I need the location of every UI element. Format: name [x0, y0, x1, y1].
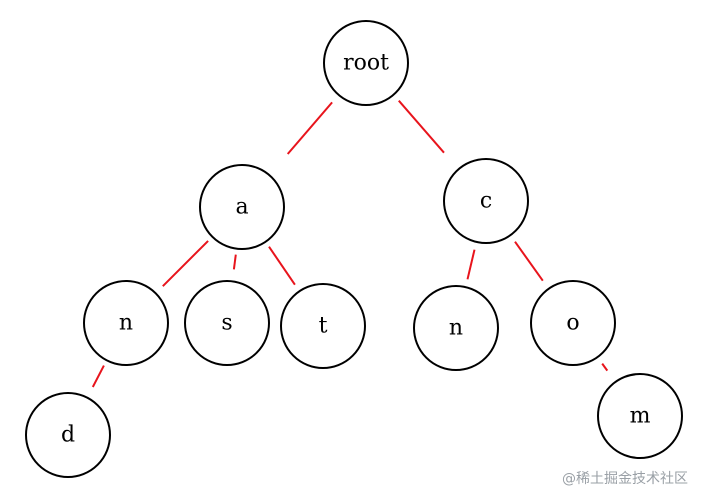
- nodes-layer: root a c n s t n o d m: [25, 20, 683, 478]
- node-label-n2: n: [449, 316, 463, 341]
- edge-a-t: [268, 246, 296, 286]
- edge-root-a: [286, 101, 333, 155]
- watermark: @稀土掘金技术社区: [562, 471, 688, 487]
- node-label-t: t: [319, 314, 328, 339]
- edge-n1-d: [91, 365, 105, 388]
- node-label-a: a: [235, 195, 248, 220]
- edge-root-c: [398, 100, 445, 154]
- node-d: d: [25, 392, 111, 478]
- node-label-o: o: [566, 311, 579, 336]
- node-circle-n1: [83, 280, 169, 366]
- node-circle-s: [184, 280, 270, 366]
- node-label-s: s: [221, 311, 232, 336]
- edges-layer: [91, 100, 609, 388]
- node-circle-n2: [413, 285, 499, 371]
- node-root: root: [323, 20, 409, 106]
- node-circle-o: [530, 280, 616, 366]
- node-t: t: [280, 283, 366, 369]
- node-o: o: [530, 280, 616, 366]
- node-label-root: root: [343, 51, 389, 76]
- node-circle-a: [199, 164, 285, 250]
- edge-o-m: [601, 363, 609, 372]
- node-circle-t: [280, 283, 366, 369]
- edge-a-n1: [162, 240, 209, 287]
- node-circle-d: [25, 392, 111, 478]
- node-c: c: [443, 158, 529, 244]
- node-label-c: c: [480, 189, 492, 214]
- node-label-d: d: [61, 423, 75, 448]
- edge-c-o: [514, 241, 544, 282]
- node-label-n1: n: [119, 311, 133, 336]
- edge-a-s: [232, 254, 237, 270]
- node-m: m: [597, 373, 683, 459]
- node-n1: n: [83, 280, 169, 366]
- node-circle-m: [597, 373, 683, 459]
- node-circle-c: [443, 158, 529, 244]
- node-n2: n: [413, 285, 499, 371]
- node-label-m: m: [630, 404, 651, 429]
- node-a: a: [199, 164, 285, 250]
- node-circle-root: [323, 20, 409, 106]
- node-s: s: [184, 280, 270, 366]
- edge-c-n2: [466, 249, 476, 280]
